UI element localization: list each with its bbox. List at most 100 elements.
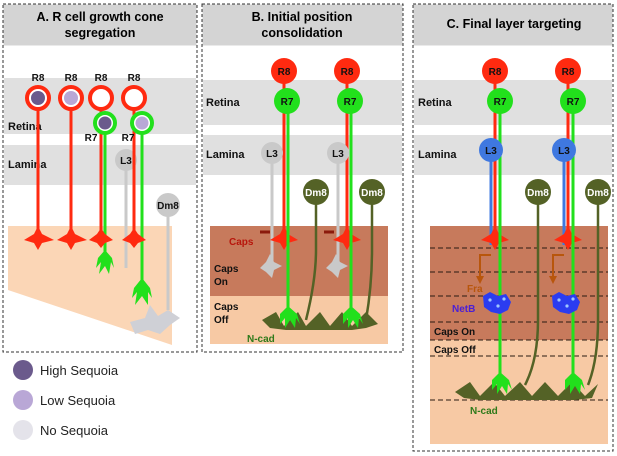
legend-swatch-high — [13, 360, 33, 380]
panel-a: A. R cell growth cone segregation Retina… — [2, 3, 198, 353]
legend-swatch-none — [13, 420, 33, 440]
lamina-label: Lamina — [206, 149, 245, 161]
r8-soma-1 — [482, 58, 508, 84]
r8-low-sequoia — [64, 91, 78, 105]
netb-speckles — [488, 297, 575, 308]
fra-arrow-1 — [479, 254, 491, 278]
l3-soma-2 — [327, 142, 349, 164]
retina-label: Retina — [206, 97, 241, 109]
l3-label: L3 — [120, 156, 132, 167]
dm8-label-1: Dm8 — [305, 188, 327, 199]
r8-growth-cone-2 — [554, 226, 582, 250]
r7-label-2: R7 — [567, 97, 580, 108]
l3-label-1: L3 — [485, 146, 497, 157]
r8-soma-1 — [271, 58, 297, 84]
lamina-label: Lamina — [8, 159, 47, 171]
r8-label-2: R8 — [562, 67, 575, 78]
r7-label-1: R7 — [494, 97, 507, 108]
dm8-label-1: Dm8 — [527, 188, 549, 199]
dm8-label-2: Dm8 — [361, 188, 383, 199]
r8-growth-cone-2 — [333, 226, 361, 250]
r8-label-4: R8 — [128, 73, 141, 84]
dm8-axon-2 — [586, 193, 600, 386]
ncad-label: N-cad — [470, 406, 498, 417]
r8-soma-2 — [555, 58, 581, 84]
dm8-soma-2 — [585, 179, 611, 205]
r7-high-sequoia — [98, 116, 112, 130]
l3-soma-1 — [479, 138, 503, 162]
l3-terminal-1 — [260, 254, 282, 278]
dm8-axon-2 — [364, 193, 374, 321]
fra-arrowhead-2 — [549, 276, 557, 284]
panel-c-title: C. Final layer targeting — [447, 17, 582, 31]
lamina-band — [414, 135, 612, 175]
caps-label: Caps — [229, 237, 254, 248]
legend-label-high: High Sequoia — [40, 363, 119, 378]
r8-label-2: R8 — [65, 73, 78, 84]
r7-growth-cone-1 — [96, 250, 114, 274]
r7-label-1: R7 — [281, 97, 294, 108]
dm8-dendrites — [455, 382, 598, 400]
l3-label-1: L3 — [266, 149, 278, 160]
caps-on-label: Caps On — [434, 327, 475, 338]
l3-soma-1 — [261, 142, 283, 164]
lamina-label: Lamina — [418, 149, 457, 161]
r7-soma-2 — [337, 88, 363, 114]
panel-a-header — [3, 4, 197, 46]
r8-label-1: R8 — [489, 67, 502, 78]
caps-off-label: Caps Off — [434, 345, 476, 356]
r8-growth-cone-1 — [270, 226, 298, 250]
r7-soma-1 — [274, 88, 300, 114]
legend: High Sequoia Low Sequoia No Sequoia — [13, 360, 119, 440]
legend-swatch-low — [13, 390, 33, 410]
dm8-label-2: Dm8 — [587, 188, 609, 199]
dm8-soma-1 — [303, 179, 329, 205]
r8-soma-4 — [121, 85, 147, 111]
l3-terminal-2 — [326, 254, 348, 278]
fra-arrowhead-1 — [476, 276, 484, 284]
r8-growth-cone-1 — [481, 226, 509, 250]
dm8-axon-1 — [523, 193, 540, 386]
r7-label-2: R7 — [122, 133, 135, 144]
caps-on-layer — [430, 226, 608, 340]
r8-soma-3 — [88, 85, 114, 111]
dm8-axon-1 — [304, 193, 318, 321]
dm8-soma-1 — [525, 179, 551, 205]
r8-label-2: R8 — [341, 67, 354, 78]
lamina-band — [203, 135, 402, 175]
ncad-label: N-cad — [247, 334, 275, 345]
r7-label-1: R7 — [85, 133, 98, 144]
legend-label-low: Low Sequoia — [40, 393, 116, 408]
caps-on-label-line1: Caps — [214, 264, 239, 275]
r7-soma-2 — [560, 88, 586, 114]
r7-growth-cone-1 — [280, 306, 300, 328]
l3-soma-2 — [552, 138, 576, 162]
r7-growth-cone-2 — [565, 372, 585, 394]
caps-on-label-line2: On — [214, 277, 228, 288]
legend-label-none: No Sequoia — [40, 423, 109, 438]
r8-growth-cones — [24, 226, 146, 250]
l3-label-2: L3 — [558, 146, 570, 157]
retina-label: Retina — [8, 121, 43, 133]
r7-soma-1 — [487, 88, 513, 114]
panel-a-title-line2: segregation — [65, 26, 136, 40]
r7-growth-cone-1 — [492, 372, 512, 394]
fra-label: Fra — [467, 284, 483, 295]
r8-soma-2 — [334, 58, 360, 84]
caps-on-layer — [210, 226, 388, 296]
caps-off-label-line2: Off — [214, 315, 229, 326]
retina-label: Retina — [418, 97, 453, 109]
panel-c-header — [413, 4, 613, 46]
panel-b-title-line2: consolidation — [261, 26, 342, 40]
dm8-soma-2 — [359, 179, 385, 205]
r7-low-sequoia — [135, 116, 149, 130]
r7-label-2: R7 — [344, 97, 357, 108]
caps-off-label-line1: Caps — [214, 302, 239, 313]
dm8-soma — [156, 193, 180, 217]
medulla-region — [8, 226, 172, 345]
panel-b: B. Initial position consolidation Retina… — [201, 3, 404, 353]
r7-growth-cone-2 — [132, 278, 152, 305]
l3-soma — [115, 149, 137, 171]
panel-b-title-line1: B. Initial position — [252, 10, 353, 24]
